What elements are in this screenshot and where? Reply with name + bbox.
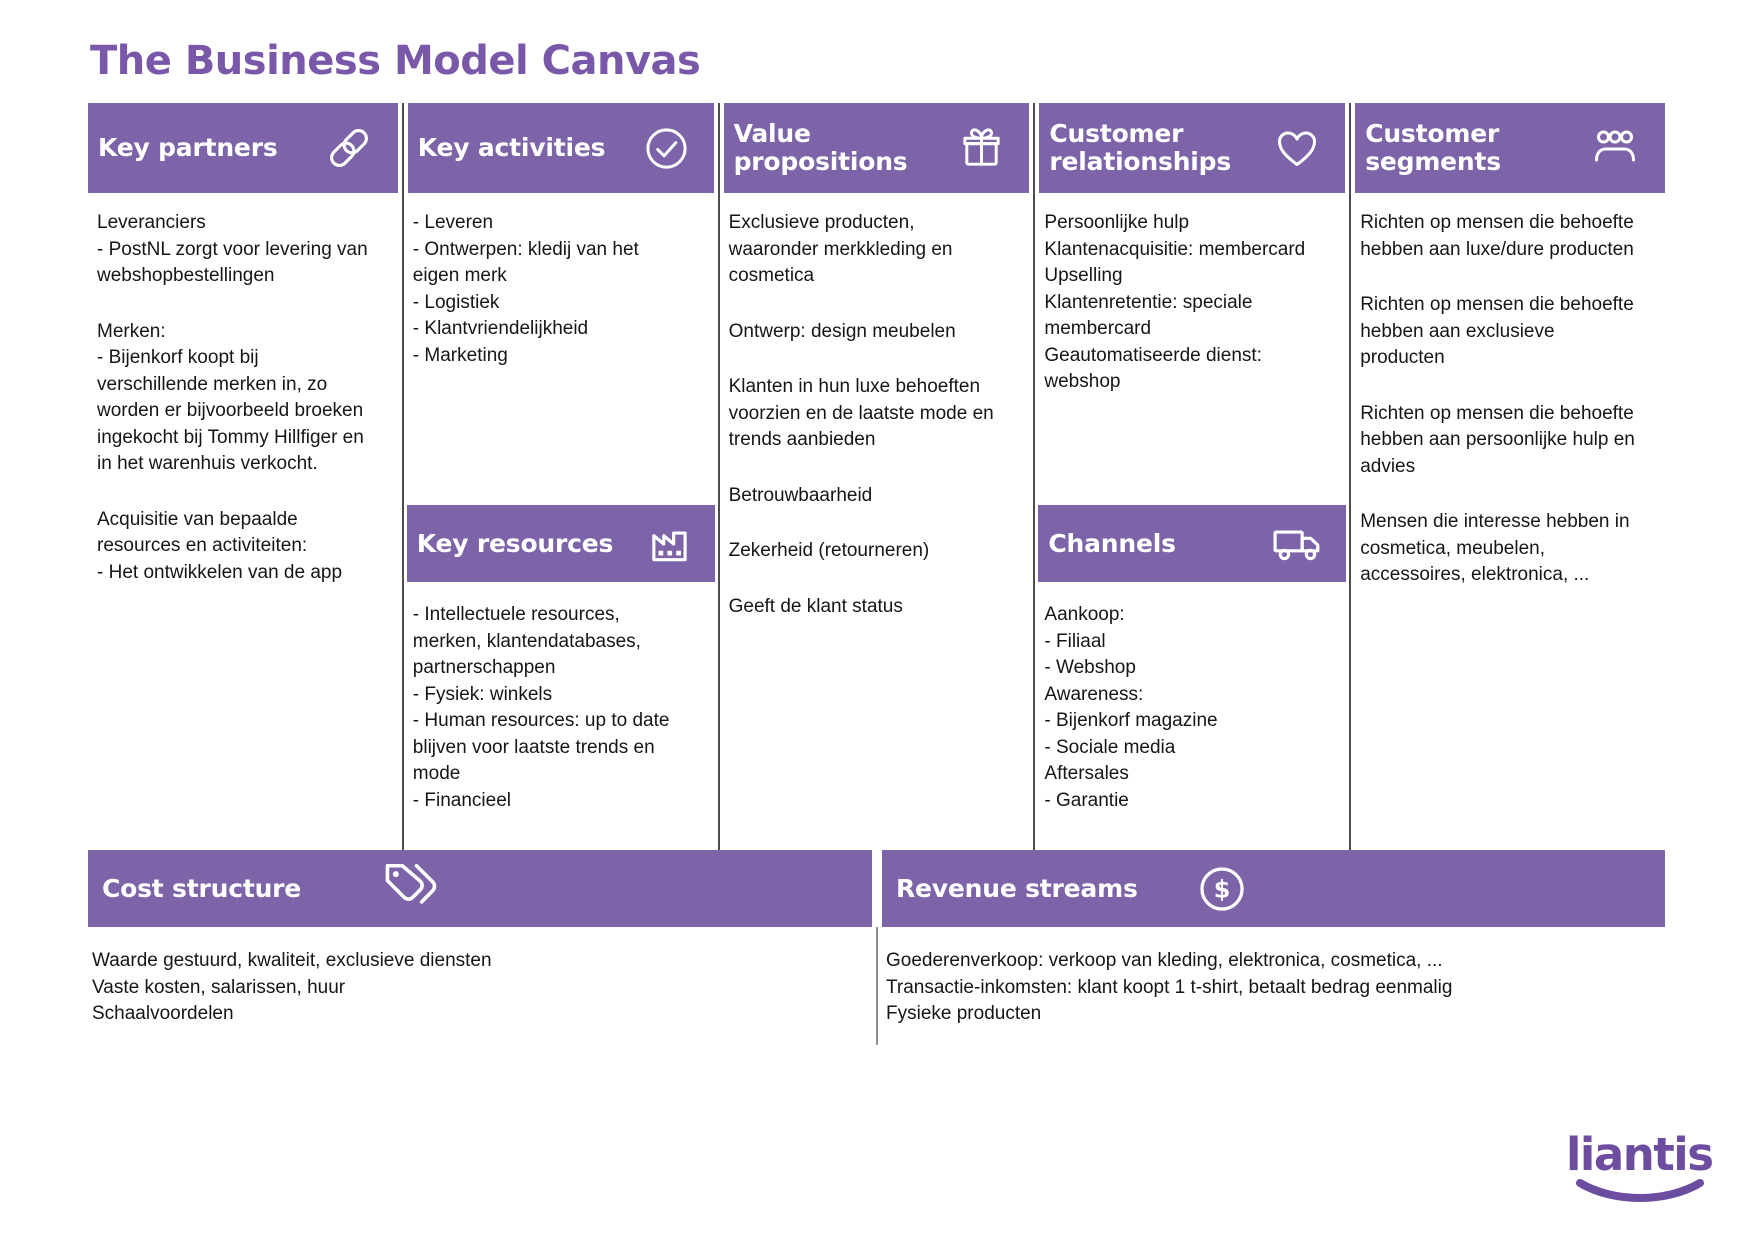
customer-relationships-header: Customer relationships [1039, 103, 1346, 193]
truck-icon [1270, 519, 1326, 569]
revenue-streams-content: Goederenverkoop: verkoop van kleding, el… [886, 950, 1453, 1024]
cost-structure-header: Cost structure [88, 850, 872, 927]
channels-content: Aankoop: - Filiaal - Webshop Awareness: … [1035, 582, 1349, 814]
heart-icon [1273, 124, 1321, 172]
text-block: Richten op mensen die behoefte hebben aa… [1360, 212, 1634, 260]
dollar-circle-icon: $ [1138, 863, 1248, 915]
text-block: Geeft de klant status [728, 595, 903, 617]
key-partners-content: Leveranciers - PostNL zorgt voor leverin… [88, 193, 402, 586]
column-customer-relationships: Customer relationships Persoonlijke hulp… [1033, 103, 1349, 850]
cost-revenue-divider [876, 927, 878, 1045]
gift-icon [958, 125, 1005, 172]
key-resources-header: Key resources [406, 505, 715, 582]
customer-segments-header: Customer segments [1355, 103, 1665, 193]
customer-segments-content: Richten op mensen die behoefte hebben aa… [1351, 193, 1665, 589]
liantis-logo-swoosh [1574, 1178, 1706, 1204]
column-key-activities: Key activities - Leveren - Ontwerpen: kl… [401, 103, 718, 850]
check-circle-icon [643, 125, 690, 172]
tags-icon [301, 858, 445, 920]
text-block: Exclusieve producten, waaronder merkkled… [728, 212, 953, 286]
value-propositions-content: Exclusieve producten, waaronder merkkled… [720, 193, 1034, 620]
text-block: Merken: - Bijenkorf koopt bij verschille… [97, 320, 364, 475]
text-block: Persoonlijke hulp Klantenacquisitie: mem… [1044, 212, 1306, 392]
cost-structure-title: Cost structure [102, 874, 302, 903]
text-block: Aankoop: - Filiaal - Webshop Awareness: … [1044, 604, 1218, 811]
text-block: Richten op mensen die behoefte hebben aa… [1360, 294, 1634, 368]
factory-icon [645, 519, 695, 569]
text-block: - Leveren - Ontwerpen: kledij van het ei… [412, 212, 639, 366]
revenue-streams-header: Revenue streams $ [882, 850, 1665, 927]
canvas-grid: Key partners Leveranciers - PostNL zorgt… [88, 103, 1665, 850]
channels-header: Channels [1038, 505, 1347, 582]
liantis-logo: liantis [1566, 1128, 1714, 1181]
key-resources-content: - Intellectuele resources, merken, klant… [404, 582, 718, 814]
key-activities-title: Key activities [417, 133, 606, 162]
text-block: Klanten in hun luxe behoeften voorzien e… [728, 376, 994, 450]
key-partners-header: Key partners [88, 103, 398, 193]
cost-structure-content: Waarde gestuurd, kwaliteit, exclusieve d… [92, 950, 492, 1024]
text-block: Zekerheid (retourneren) [728, 540, 930, 561]
key-partners-title: Key partners [98, 133, 278, 162]
link-icon [324, 123, 374, 173]
customer-segments-title: Customer segments [1365, 119, 1501, 176]
column-customer-segments: Customer segments Richten op mensen die … [1349, 103, 1665, 850]
text-block: Acquisitie van bepaalde resources en act… [97, 508, 343, 583]
channels-title: Channels [1048, 528, 1176, 558]
text-block: Richten op mensen die behoefte hebben aa… [1360, 402, 1635, 477]
customer-relationships-title: Customer relationships [1049, 119, 1232, 176]
text-block: Mensen die interesse hebben in cosmetica… [1360, 511, 1630, 585]
column-key-partners: Key partners Leveranciers - PostNL zorgt… [88, 103, 402, 850]
value-propositions-title: Value propositions [733, 119, 908, 176]
text-block: Ontwerp: design meubelen [728, 320, 956, 342]
people-icon [1589, 124, 1641, 172]
page-title: The Business Model Canvas [90, 38, 701, 84]
svg-text:$: $ [1213, 875, 1230, 903]
value-propositions-header: Value propositions [723, 103, 1030, 193]
column-value-propositions: Value propositions Exclusieve producten,… [717, 103, 1034, 850]
text-block: Leveranciers - PostNL zorgt voor leverin… [97, 212, 368, 286]
text-block: Betrouwbaarheid [728, 484, 873, 506]
text-block: - Intellectuele resources, merken, klant… [412, 604, 670, 811]
revenue-streams-title: Revenue streams [896, 874, 1138, 903]
key-resources-title: Key resources [416, 528, 614, 558]
key-activities-content: - Leveren - Ontwerpen: kledij van het ei… [404, 193, 718, 505]
customer-relationships-content: Persoonlijke hulp Klantenacquisitie: mem… [1035, 193, 1349, 505]
key-activities-header: Key activities [407, 103, 714, 193]
